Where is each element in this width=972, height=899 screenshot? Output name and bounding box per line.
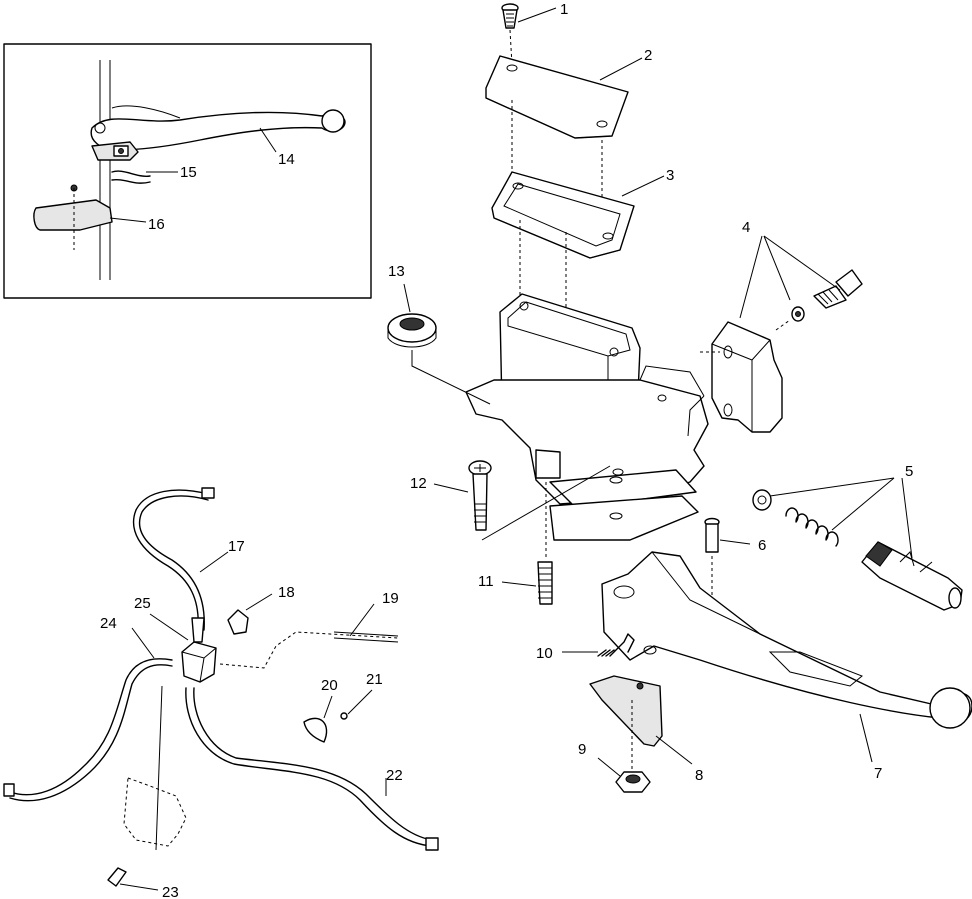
callout-25: 25 — [134, 595, 151, 612]
callout-24: 24 — [100, 615, 117, 632]
callout-2: 2 — [644, 47, 652, 64]
cover-screw — [501, 3, 519, 66]
callout-labels: 1 2 3 4 5 6 7 8 9 10 11 12 13 14 15 16 1… — [100, 1, 913, 899]
callout-9: 9 — [578, 741, 586, 758]
brake-hose-upper — [132, 489, 209, 631]
callout-5: 5 — [905, 463, 913, 480]
callout-16: 16 — [148, 216, 165, 233]
bracket-screw — [107, 867, 127, 887]
callout-8: 8 — [695, 767, 703, 784]
callout-1: 1 — [560, 1, 568, 18]
clamp-bolt — [775, 269, 863, 331]
callout-20: 20 — [321, 677, 338, 694]
callout-19: 19 — [382, 590, 399, 607]
inset-view — [3, 43, 372, 299]
distribution-block — [181, 641, 217, 683]
callout-21: 21 — [366, 671, 383, 688]
brake-hose-left — [9, 658, 173, 796]
lever-pad — [589, 675, 663, 747]
pivot-nut — [615, 700, 651, 793]
leader-lines — [109, 7, 913, 891]
inset-frame — [3, 43, 372, 299]
callout-12: 12 — [410, 475, 427, 492]
callout-6: 6 — [758, 537, 766, 554]
callout-22: 22 — [386, 767, 403, 784]
pivot-bolt — [704, 517, 720, 600]
brake-line-assembly — [3, 487, 439, 887]
callout-14: 14 — [278, 151, 295, 168]
callout-13: 13 — [388, 263, 405, 280]
callout-10: 10 — [536, 645, 553, 662]
callout-17: 17 — [228, 538, 245, 555]
brake-hose-right — [185, 687, 433, 847]
callout-15: 15 — [180, 164, 197, 181]
banjo-bolt — [537, 482, 553, 605]
callout-4: 4 — [742, 219, 750, 236]
callout-3: 3 — [666, 167, 674, 184]
callout-18: 18 — [278, 584, 295, 601]
adjust-screw — [597, 633, 635, 657]
mount-bolt — [468, 460, 611, 541]
brake-line-rear — [219, 631, 399, 669]
master-cylinder-assembly — [387, 3, 972, 793]
boot-seal — [387, 313, 491, 405]
bleeder-fitting — [227, 609, 249, 635]
handlebar-clamp — [700, 321, 783, 433]
brake-pad-inset — [33, 199, 113, 231]
line-clip — [303, 717, 328, 743]
spring-inset — [111, 170, 151, 184]
callout-23: 23 — [162, 884, 179, 899]
callout-7: 7 — [874, 765, 882, 782]
piston-kit — [752, 489, 963, 611]
callout-11: 11 — [478, 573, 494, 590]
